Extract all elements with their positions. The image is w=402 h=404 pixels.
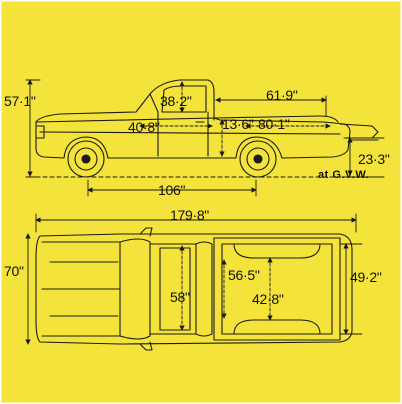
label-tray-side-height: 13·6" <box>222 116 254 132</box>
top-view <box>35 227 353 351</box>
top-arch-upper <box>233 243 321 259</box>
label-overall-width: 70" <box>4 263 24 279</box>
top-dimension-lines <box>25 213 363 345</box>
top-body-outline <box>35 233 353 345</box>
label-gvw-note: at G.V.W. <box>318 169 370 181</box>
top-mirror-lower <box>139 341 153 351</box>
label-headroom: 38·2" <box>160 93 192 109</box>
side-dimension-lines <box>25 79 385 197</box>
top-tray <box>213 237 341 341</box>
side-wheel-rear <box>239 140 277 178</box>
top-mirror-upper <box>139 227 153 237</box>
side-cabin-window <box>161 85 207 113</box>
label-tray-floor-width: 56·5" <box>228 267 260 283</box>
label-tray-floor-length: 80·1" <box>258 116 290 132</box>
side-tray-top <box>213 115 339 123</box>
top-windscreen <box>119 238 151 340</box>
label-cabin-width: 58" <box>170 289 190 305</box>
side-hood <box>35 79 215 123</box>
top-arch-lower <box>233 319 321 335</box>
side-windscreen <box>149 93 159 113</box>
label-overall-height: 57·1" <box>4 93 36 109</box>
side-body-outline <box>35 117 351 159</box>
label-overall-length: 179·8" <box>170 207 209 223</box>
label-wheelbase: 106" <box>158 182 186 198</box>
top-rear-window <box>195 241 213 337</box>
label-cabin-length: 40·8" <box>128 119 160 135</box>
label-tray-floor-height: 23·3" <box>358 151 390 167</box>
label-tray-length: 61·9" <box>266 87 298 103</box>
label-tray-width: 49·2" <box>350 269 382 285</box>
label-tray-between-wheels: 42·8" <box>252 291 284 307</box>
top-cab-roof <box>149 243 197 335</box>
side-moulding <box>39 131 341 135</box>
side-front-lamp <box>35 125 45 139</box>
